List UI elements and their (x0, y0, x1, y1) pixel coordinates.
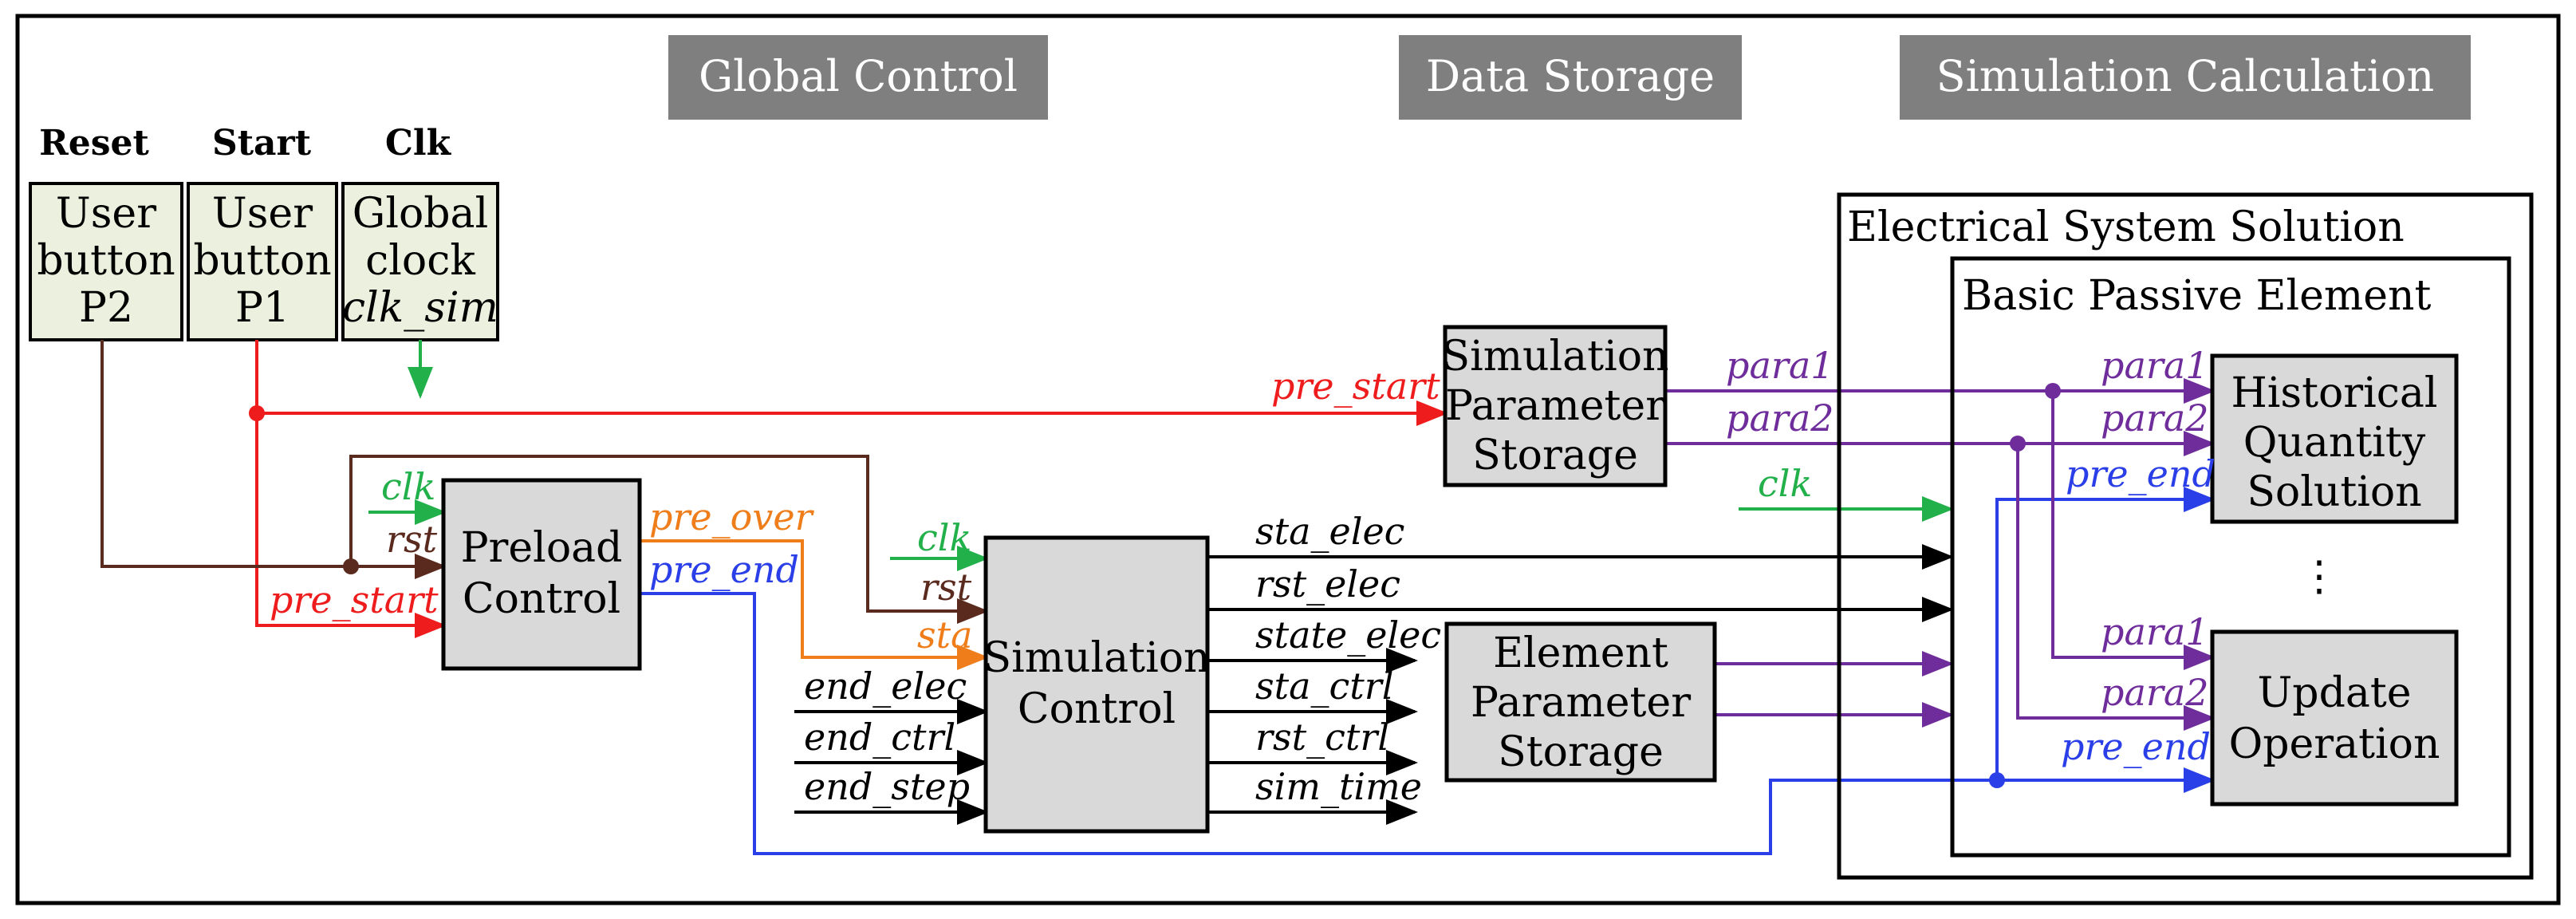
sim-param-line3: Storage (1472, 432, 1638, 479)
update-line2: Operation (2229, 720, 2440, 768)
label-sta-sim: sta (917, 613, 973, 657)
basic-passive-title: Basic Passive Element (1962, 272, 2431, 320)
header-global-control-label: Global Control (699, 51, 1018, 101)
label-rst-sim: rst (920, 566, 972, 609)
label-end-step: end_step (804, 765, 970, 808)
label-rst-elec: rst_elec (1255, 562, 1400, 605)
simulation-control-block: Simulation Control (983, 535, 1211, 834)
reset-button-box: User button P2 (29, 182, 183, 341)
label-pre-start: pre_start (270, 578, 439, 621)
start-box-line3: P1 (235, 284, 290, 332)
update-operation-block: Update Operation (2210, 629, 2459, 807)
label-pre-end: pre_end (649, 548, 799, 591)
historical-quantity-solution-block: Historical Quantity Solution (2210, 353, 2459, 524)
update-line1: Update (2257, 669, 2411, 717)
label-rst-ctrl: rst_ctrl (1255, 716, 1389, 759)
clock-box-line2: clock (365, 237, 475, 285)
para1-upd-wire (2051, 391, 2216, 670)
label-sta-ctrl: sta_ctrl (1255, 665, 1393, 708)
elem-param-line3: Storage (1498, 728, 1664, 776)
label-sim-time: sim_time (1255, 765, 1422, 808)
historical-line3: Solution (2247, 468, 2421, 516)
label-clk-preload: clk (381, 465, 435, 508)
label-para1-top: para1 (1726, 344, 1834, 387)
label-end-ctrl: end_ctrl (804, 716, 955, 759)
simulation-parameter-storage-block: Simulation Parameter Storage (1441, 325, 1669, 487)
elem-param-line1: Element (1493, 629, 1668, 677)
para2-upd-wire (2016, 444, 2216, 731)
label-para1-hist: para1 (2101, 344, 2209, 387)
label-pre-start-top: pre_start (1271, 365, 1440, 408)
rst-wire-main (100, 340, 447, 579)
label-clk-sim: clk (917, 516, 971, 559)
elem-param-line2: Parameter (1471, 679, 1691, 727)
label-pre-end-upd: pre_end (2061, 725, 2211, 768)
reset-box-line1: User (56, 190, 156, 238)
electrical-system-title: Electrical System Solution (1847, 203, 2405, 251)
header-data-storage-label: Data Storage (1426, 51, 1715, 101)
clock-box-line3: clk_sim (342, 284, 498, 332)
input-name-reset: Reset (39, 123, 149, 164)
label-para2-upd: para2 (2101, 671, 2209, 714)
historical-line2: Quantity (2243, 419, 2426, 467)
electrical-system-solution-block: Electrical System Solution (1837, 192, 2534, 880)
preload-line1: Preload (461, 524, 623, 572)
clock-box-line1: Global (353, 190, 488, 238)
sim-control-line1: Simulation (983, 634, 1210, 682)
preload-line2: Control (463, 575, 620, 623)
header-global-control: Global Control (668, 35, 1048, 120)
label-para2-hist: para2 (2101, 396, 2209, 440)
pre-start-wire-main (255, 340, 1448, 426)
start-button-box: User button P1 (187, 182, 338, 341)
label-pre-over: pre_over (649, 495, 815, 538)
header-simulation-calculation-label: Simulation Calculation (1936, 51, 2435, 101)
label-state-elec: state_elec (1255, 613, 1441, 657)
header-data-storage: Data Storage (1399, 35, 1742, 120)
sim-param-line1: Simulation (1441, 333, 1668, 381)
sim-param-line2: Parameter (1445, 382, 1665, 430)
pre-over-wire (641, 539, 989, 670)
global-clock-box: Global clock clk_sim (341, 182, 499, 341)
reset-box-line2: button (37, 237, 175, 285)
outer-frame (15, 14, 2561, 905)
input-name-clk: Clk (385, 123, 452, 164)
element-parameter-storage-block: Element Parameter Storage (1444, 621, 1717, 783)
label-rst-preload: rst (386, 518, 438, 561)
label-sta-elec: sta_elec (1255, 510, 1404, 553)
label-pre-end-hist: pre_end (2066, 452, 2216, 495)
label-para1-upd: para1 (2101, 610, 2209, 653)
historical-line1: Historical (2231, 369, 2437, 417)
label-para2-top: para2 (1726, 396, 1834, 440)
label-clk-elec: clk (1758, 462, 1812, 505)
sim-control-line2: Control (1018, 685, 1176, 733)
start-box-line2: button (193, 237, 331, 285)
pre-end-hist-wire (1995, 487, 2216, 780)
start-box-line1: User (212, 190, 313, 238)
input-name-start: Start (212, 123, 312, 164)
vertical-ellipsis: ⋮ (2298, 553, 2340, 601)
basic-passive-element-block: Basic Passive Element (1950, 256, 2511, 858)
reset-box-line3: P2 (79, 284, 133, 332)
preload-control-block: Preload Control (441, 478, 642, 671)
rst-wire-sim (349, 455, 989, 624)
pre-end-wire (641, 592, 2216, 855)
pre-start-wire-preload (255, 413, 447, 638)
label-end-elec: end_elec (804, 665, 967, 708)
header-simulation-calculation: Simulation Calculation (1900, 35, 2471, 120)
